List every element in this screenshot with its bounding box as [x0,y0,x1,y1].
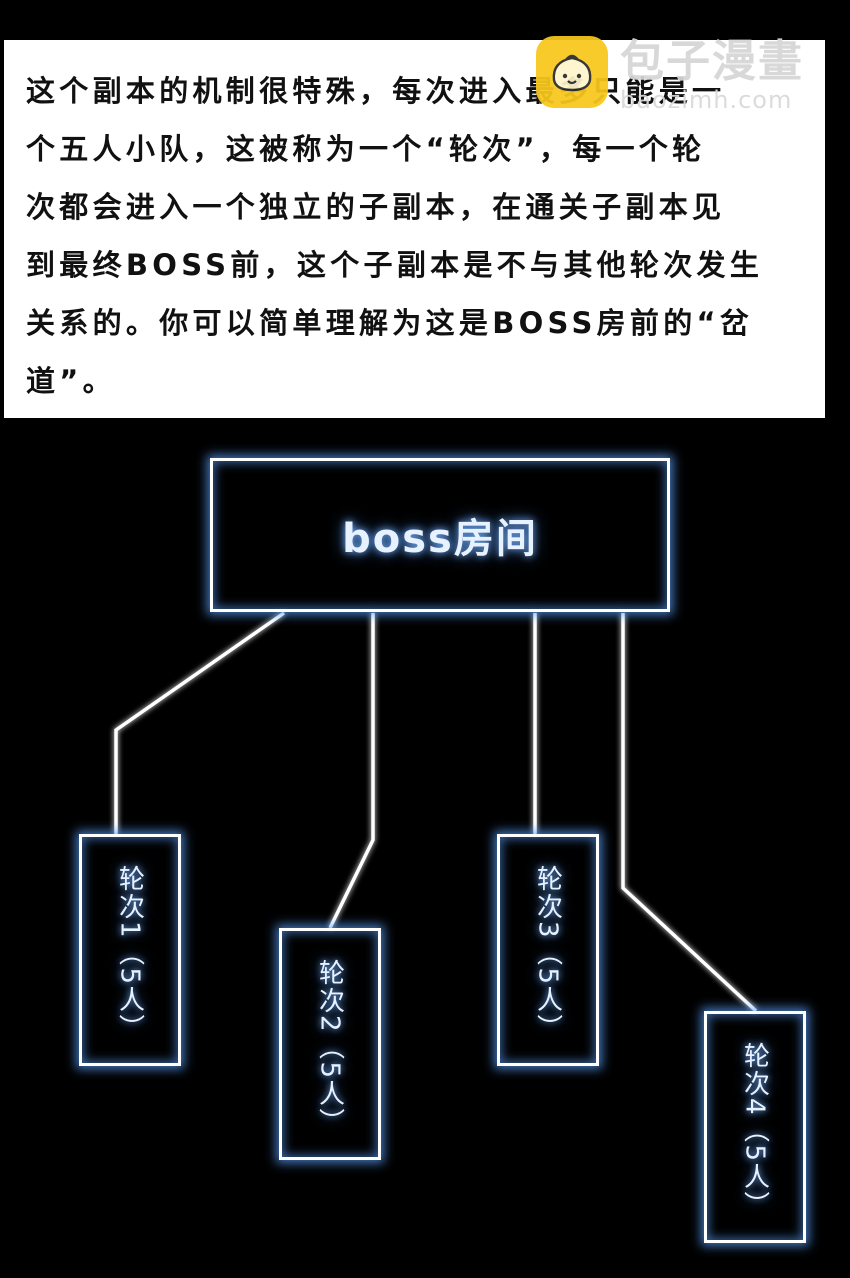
narration-line-5: 关系的。你可以简单理解为这是BOSS房前的“岔 [26,306,754,340]
narration-line-4: 到最终BOSS前，这个子副本是不与其他轮次发生 [26,248,764,282]
watermark-name: 包子漫畫 [620,36,804,87]
boss-room-node: boss房间 [210,458,670,612]
connector-1 [114,611,286,834]
round-2-label: 轮次2（5人） [314,959,345,1137]
bun-mascot-icon [536,36,608,108]
watermark-logo: 包子漫畫 baozimh.com [536,36,826,116]
round-3-label: 轮次3（5人） [532,865,563,1043]
boss-room-label: boss房间 [342,516,538,562]
narration-line-3: 次都会进入一个独立的子副本，在通关子副本见 [26,190,726,224]
round-3-node: 轮次3（5人） [497,834,599,1066]
connector-2 [328,613,375,929]
round-4-label: 轮次4（5人） [739,1042,770,1220]
narration-line-2: 个五人小队，这被称为一个“轮次”，每一个轮 [26,132,706,166]
round-4-node: 轮次4（5人） [704,1011,806,1243]
narration-line-6: 道”。 [26,364,116,398]
watermark-url: baozimh.com [620,86,793,114]
bun-face-graphic [552,54,592,92]
connector-4 [621,613,758,1013]
round-2-node: 轮次2（5人） [279,928,381,1160]
round-1-label: 轮次1（5人） [114,865,145,1043]
round-1-node: 轮次1（5人） [79,834,181,1066]
